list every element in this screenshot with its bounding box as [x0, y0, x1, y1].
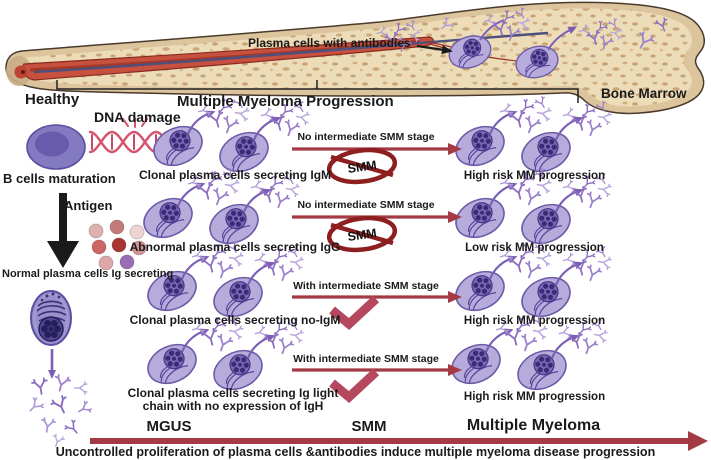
- progression-title: Multiple Myeloma Progression: [177, 93, 394, 110]
- secreted-antibodies: [24, 373, 93, 449]
- stage-note: No intermediate SMM stage: [297, 199, 435, 211]
- timeline-stage-mgus: MGUS: [146, 418, 192, 435]
- dna-damage-label: DNA damage: [94, 109, 181, 125]
- antigen-arrow-icon: [47, 193, 79, 268]
- stage-note: With intermediate SMM stage: [293, 353, 439, 365]
- row-label: Abnormal plasma cells secreting IgG: [129, 240, 341, 254]
- healthy-label: Healthy: [25, 91, 80, 108]
- stage-note: No intermediate SMM stage: [297, 131, 435, 143]
- bone-illustration: [5, 1, 705, 115]
- row-label: Clonal plasma cells secreting Ig light c…: [127, 386, 339, 414]
- antigen-label: Antigen: [64, 198, 113, 213]
- row-label: Clonal plasma cells secreting IgM: [138, 168, 332, 182]
- stage-note: With intermediate SMM stage: [293, 280, 439, 292]
- normal-plasma-label: Normal plasma cells Ig secreting: [2, 268, 174, 280]
- progression-bracket: [56, 80, 579, 103]
- b-cell-icon: [26, 124, 86, 170]
- outcome-label: High risk MM progression: [463, 391, 606, 403]
- bone-marrow-label: Bone Marrow: [601, 86, 687, 101]
- outcome-label: Low risk MM progression: [465, 242, 604, 254]
- plasma-cells-label: Plasma cells with antibodies: [248, 36, 411, 50]
- checkmark-icon: [329, 368, 380, 403]
- smm-crossed-icon: [326, 147, 398, 185]
- b-cells-maturation-label: B cells maturation: [3, 171, 116, 186]
- plasma-cells-pointer-arrow: [416, 44, 453, 55]
- row-label: Clonal plasma cells secreting no-IgM: [129, 313, 341, 327]
- outcome-label: High risk MM progression: [463, 170, 606, 182]
- antigen-particles: [88, 219, 147, 271]
- smm-crossed-label: SMM: [347, 158, 378, 176]
- smm-crossed-icon: [326, 215, 398, 253]
- checkmark-icon: [329, 295, 380, 330]
- timeline-stage-mm: Multiple Myeloma: [466, 417, 601, 434]
- normal-plasma-cell-icon: [30, 290, 72, 346]
- outcome-label: High risk MM progression: [463, 315, 606, 327]
- timeline-stage-smm: SMM: [351, 418, 387, 435]
- smm-crossed-label: SMM: [347, 226, 378, 244]
- caption: Uncontrolled proliferation of plasma cel…: [55, 445, 656, 459]
- cell-pair-icon: [450, 96, 612, 179]
